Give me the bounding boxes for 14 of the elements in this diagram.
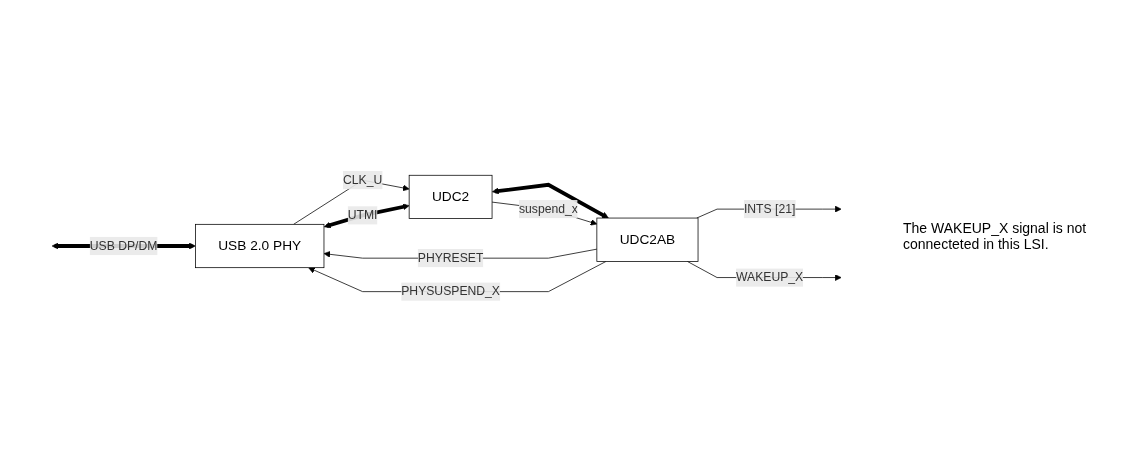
node-box: UDC2AB	[596, 217, 699, 262]
node-box: UDC2	[408, 174, 493, 220]
node-box: USB 2.0 PHY	[195, 224, 325, 269]
arrow	[323, 203, 410, 229]
edge-label: WAKEUP_X	[736, 270, 804, 284]
note: The WAKEUP_X signal is not connecteted in this LSI.	[903, 220, 1088, 252]
edge-label: PHYSUSPEND_X	[401, 284, 500, 298]
edge-label: suspend_x	[518, 202, 578, 216]
edge-label: CLK_U	[342, 173, 383, 187]
arrow	[492, 182, 609, 219]
edge-label: PHYRESET	[417, 251, 484, 265]
edge-label: USB DP/DM	[89, 239, 158, 253]
edge-label: INTS [21]	[743, 202, 796, 216]
edge-label: UTMI	[347, 208, 378, 222]
